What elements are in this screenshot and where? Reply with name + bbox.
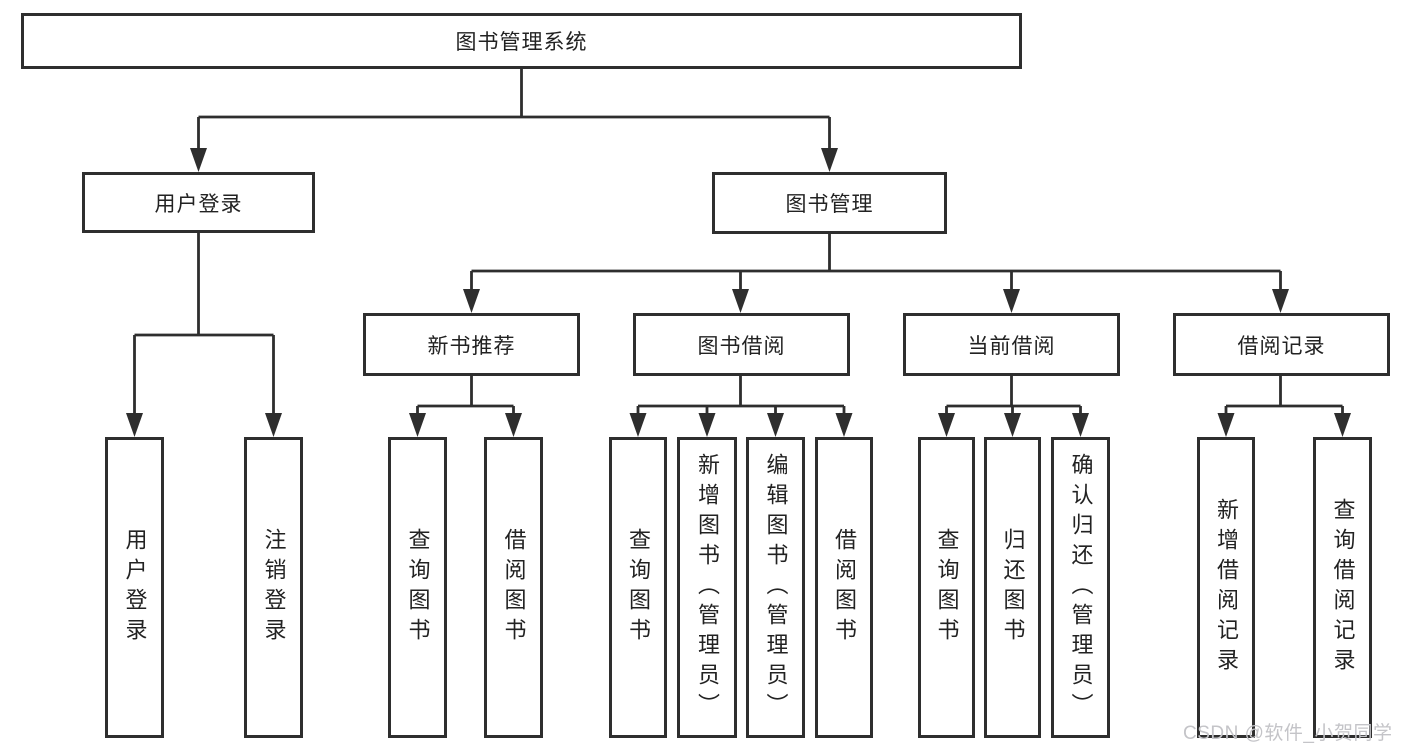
arrowheads-group-book-borrow	[629, 413, 853, 437]
leaf-return-book: 归还图书	[984, 437, 1041, 738]
node-root: 图书管理系统	[21, 13, 1022, 69]
node-new-book-rec: 新书推荐	[363, 313, 580, 376]
leaf-query-book-1: 查询图书	[388, 437, 447, 738]
arrowheads-level2	[190, 148, 838, 172]
leaf-query-record: 查询借阅记录	[1313, 437, 1372, 738]
node-current-borrow: 当前借阅	[903, 313, 1120, 376]
node-user-login: 用户登录	[82, 172, 315, 233]
connector-current-borrow-children	[945, 376, 1082, 416]
leaf-user-login: 用户登录	[105, 437, 164, 738]
connector-book-borrow-children	[636, 376, 846, 416]
connector-root-to-level2	[197, 69, 831, 150]
leaf-confirm-return: 确认归还（管理员）	[1051, 437, 1110, 738]
leaf-add-record: 新增借阅记录	[1197, 437, 1255, 738]
leaf-query-book-3: 查询图书	[918, 437, 975, 738]
arrowheads-level3	[463, 289, 1289, 313]
leaf-edit-book: 编辑图书（管理员）	[746, 437, 805, 738]
node-borrow-records: 借阅记录	[1173, 313, 1390, 376]
leaf-query-book-2: 查询图书	[609, 437, 667, 738]
leaf-logout: 注销登录	[244, 437, 303, 738]
arrowheads-group-user-login	[126, 413, 282, 437]
arrowheads-group-current-borrow	[938, 413, 1089, 437]
node-book-borrow: 图书借阅	[633, 313, 850, 376]
connector-user-login-children	[133, 233, 275, 414]
watermark-text: CSDN @软件_小贺同学	[1183, 723, 1393, 744]
leaf-add-book: 新增图书（管理员）	[677, 437, 737, 738]
connector-book-mgmt-children	[470, 234, 1282, 291]
connector-new-book-rec-children	[416, 376, 515, 416]
leaf-borrow-book-2: 借阅图书	[815, 437, 873, 738]
arrowheads-group-borrow-records	[1217, 413, 1351, 437]
leaf-borrow-book-1: 借阅图书	[484, 437, 543, 738]
node-book-mgmt: 图书管理	[712, 172, 947, 234]
connector-borrow-records-children	[1224, 376, 1344, 416]
arrowheads-group-new-book-rec	[409, 413, 522, 437]
